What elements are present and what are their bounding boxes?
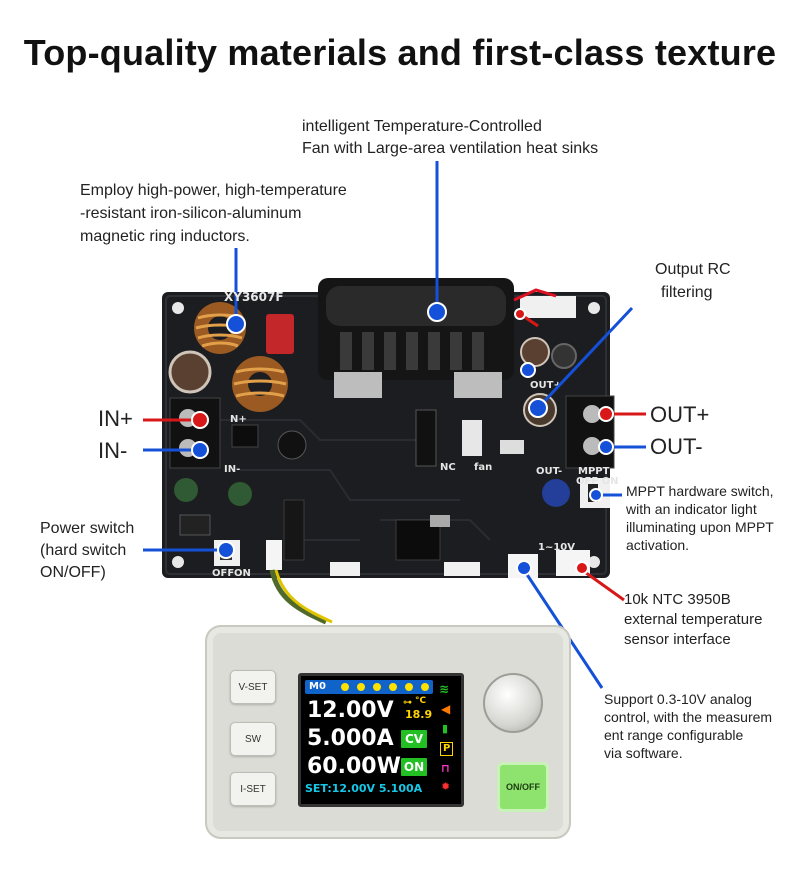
adjust-knob[interactable] xyxy=(483,673,543,733)
inductor-caption-line2: -resistant iron-silicon-aluminum xyxy=(80,205,302,222)
fan-caption-line1: intelligent Temperature-Controlled xyxy=(302,118,542,135)
svg-text:fan: fan xyxy=(474,462,492,473)
in-plus-label: IN+ xyxy=(98,406,133,431)
mppt-caption-line1: MPPT hardware switch, xyxy=(626,483,774,499)
sun-icon: ✹ xyxy=(441,780,451,793)
board-marking: XY3607F xyxy=(224,290,284,304)
ntc-caption-line2: external temperature xyxy=(624,611,763,628)
input-terminal xyxy=(169,397,221,469)
protect-icon: P xyxy=(440,742,454,756)
rc-caption-line1: Output RC xyxy=(655,261,731,278)
svg-text:IN-: IN- xyxy=(224,464,240,475)
analog-caption-line3: ent range configurable xyxy=(604,727,744,743)
mppt-caption-line3: illuminating upon MPPT xyxy=(626,519,774,535)
thermometer-icon: ⊶ xyxy=(403,698,412,708)
battery-icon: ▮ xyxy=(442,722,449,735)
memory-dot-icon xyxy=(421,683,429,691)
memory-bar: M0 xyxy=(305,680,433,694)
inductor-caption-line1: Employ high-power, high-temperature xyxy=(80,182,347,199)
power-readout: 60.00W xyxy=(307,754,401,779)
mode-badge: CV xyxy=(401,730,427,748)
svg-text:N+: N+ xyxy=(230,414,247,425)
temp-unit: °C xyxy=(415,696,427,706)
memory-dot-icon xyxy=(389,683,397,691)
svg-text:OFF ON: OFF ON xyxy=(576,476,619,487)
onoff-button[interactable]: ON/OFF xyxy=(497,762,549,812)
in-minus-label: IN- xyxy=(98,438,128,463)
fan-caption-line2: Fan with Large-area ventilation heat sin… xyxy=(302,140,599,157)
mppt-caption-line2: with an indicator light xyxy=(626,501,757,517)
memory-dot-icon xyxy=(405,683,413,691)
inductor-caption-line3: magnetic ring inductors. xyxy=(80,228,250,245)
svg-text:NC: NC xyxy=(440,462,456,473)
svg-text:ON: ON xyxy=(234,568,251,579)
mppt-caption-line4: activation. xyxy=(626,537,690,553)
memory-slot: M0 xyxy=(309,681,326,692)
svg-text:OUT-: OUT- xyxy=(536,466,562,477)
memory-dot-icon xyxy=(357,683,365,691)
speaker-icon: ◀ xyxy=(441,702,451,716)
lcd-screen: M0 12.00V 5.000A 60.00W SET:12.00V 5.100… xyxy=(298,673,464,807)
rc-caption-line2: filtering xyxy=(661,284,713,301)
svg-text:1~10V: 1~10V xyxy=(538,542,575,553)
lock-icon: ⊓ xyxy=(441,762,450,775)
page-title: Top-quality materials and first-class te… xyxy=(23,32,777,73)
svg-text:OUT+: OUT+ xyxy=(530,380,562,391)
vset-button[interactable]: V-SET xyxy=(230,670,276,704)
current-readout: 5.000A xyxy=(307,726,394,751)
memory-dot-icon xyxy=(341,683,349,691)
power-caption-line3: ON/OFF) xyxy=(40,564,106,581)
temp-readout: 18.9 xyxy=(405,708,433,721)
svg-text:MPPT: MPPT xyxy=(578,466,610,477)
power-caption-line2: (hard switch xyxy=(40,542,127,559)
iset-button[interactable]: I-SET xyxy=(230,772,276,806)
ntc-caption-line1: 10k NTC 3950B xyxy=(624,591,731,608)
voltage-readout: 12.00V xyxy=(307,698,394,723)
out-plus-label: OUT+ xyxy=(650,402,710,427)
memory-dot-icon xyxy=(373,683,381,691)
analog-caption-line1: Support 0.3-10V analog xyxy=(604,691,752,707)
wifi-icon: ≋ xyxy=(439,682,450,696)
setpoint-readout: SET:12.00V 5.100A xyxy=(305,782,423,795)
ntc-caption-line3: sensor interface xyxy=(624,631,731,648)
svg-text:OFF: OFF xyxy=(212,568,234,579)
power-caption-line1: Power switch xyxy=(40,520,135,537)
output-state-badge: ON xyxy=(401,758,427,776)
sw-button[interactable]: SW xyxy=(230,722,276,756)
out-minus-label: OUT- xyxy=(650,434,703,459)
analog-caption-line4: via software. xyxy=(604,745,683,761)
analog-caption-line2: control, with the measurem xyxy=(604,709,773,725)
